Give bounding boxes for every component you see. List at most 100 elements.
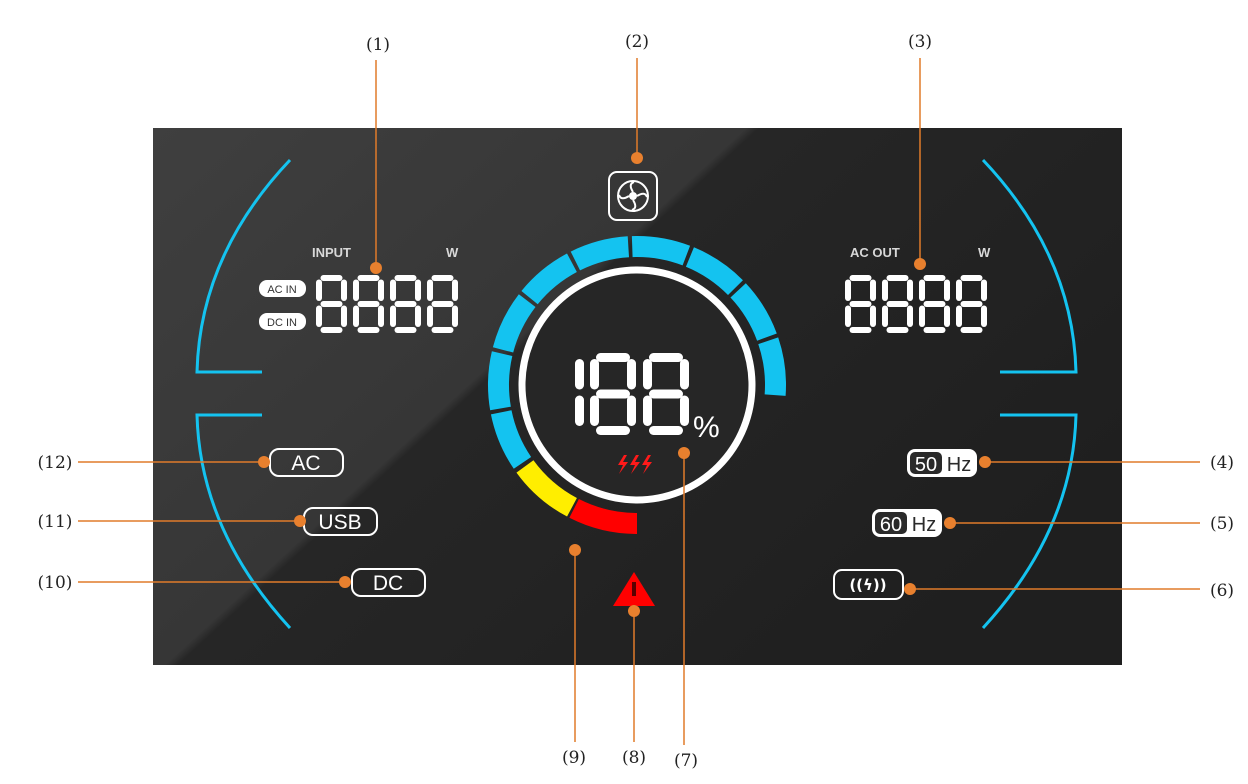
input-unit: W	[446, 245, 459, 260]
freq-50-value: 50	[915, 454, 937, 476]
segment-d	[886, 327, 909, 333]
digit	[643, 353, 689, 435]
callout-label-c7: (7)	[674, 751, 698, 771]
freq-50hz-indicator: 50 Hz	[907, 449, 977, 477]
segment-e	[643, 395, 652, 426]
segment-a	[849, 275, 872, 281]
side-arcs	[195, 158, 1078, 630]
ac-label: AC	[291, 452, 320, 475]
segment-g	[923, 301, 946, 307]
output-title: AC OUT	[850, 245, 900, 260]
callout-dot-c8	[628, 605, 640, 617]
segment-d	[923, 327, 946, 333]
digit	[956, 275, 987, 333]
segment-e	[316, 305, 322, 327]
segment-d	[649, 426, 683, 435]
segment-c	[341, 305, 347, 327]
segment-d	[394, 327, 417, 333]
segment-g	[849, 301, 872, 307]
level-segment-blue	[492, 294, 536, 353]
callout-label-c6: (6)	[1210, 581, 1234, 601]
digit	[882, 275, 913, 333]
segment-d	[431, 327, 454, 333]
segment-b	[452, 279, 458, 301]
callout-dot-c10	[339, 576, 351, 588]
dc-output-indicator: DC	[351, 568, 426, 597]
segment-a	[596, 353, 630, 362]
segment-a	[886, 275, 909, 281]
callout-dot-c12	[258, 456, 270, 468]
segment-c	[944, 305, 950, 327]
warning-icon	[613, 572, 655, 606]
segment-c	[575, 395, 584, 426]
segment-b	[981, 279, 987, 301]
segment-f	[956, 279, 962, 301]
callout-dot-c4	[979, 456, 991, 468]
ac-in-badge	[259, 280, 306, 297]
segment-g	[596, 389, 630, 399]
callout-dot-c5	[944, 517, 956, 529]
segment-b	[680, 359, 689, 390]
freq-60-value: 60	[880, 514, 902, 536]
segment-f	[919, 279, 925, 301]
segment-f	[590, 359, 599, 390]
input-title: INPUT	[312, 245, 351, 260]
arc-lower-left	[195, 413, 292, 630]
digit	[845, 275, 876, 333]
segment-b	[378, 279, 384, 301]
segment-f	[882, 279, 888, 301]
segment-b	[341, 279, 347, 301]
segment-f	[643, 359, 652, 390]
wireless-charging-indicator: ((ϟ))	[833, 569, 904, 600]
segment-b	[627, 359, 636, 390]
segment-a	[394, 275, 417, 281]
segment-g	[649, 389, 683, 399]
segment-a	[923, 275, 946, 281]
digit	[590, 353, 636, 435]
segment-g	[357, 301, 380, 307]
arc-upper-left	[195, 158, 292, 374]
segment-f	[845, 279, 851, 301]
battery-level-ring	[488, 236, 786, 534]
charging-bolts-icon	[618, 455, 652, 474]
segment-c	[452, 305, 458, 327]
level-segment-blue	[521, 253, 577, 305]
callout-label-c1: (1)	[366, 35, 390, 55]
segment-b	[944, 279, 950, 301]
dc-in-badge	[259, 313, 306, 330]
segment-g	[960, 301, 983, 307]
usb-label: USB	[318, 511, 361, 534]
wireless-charging-icon: ((ϟ))	[849, 576, 886, 594]
level-segment-blue	[488, 351, 513, 411]
segment-b	[575, 359, 584, 390]
segment-d	[849, 327, 872, 333]
level-segment-yellow	[516, 460, 577, 517]
level-segment-blue	[730, 283, 777, 341]
dc-label: DC	[373, 572, 403, 595]
callout-label-c3: (3)	[908, 32, 932, 52]
arc-upper-right	[981, 158, 1078, 374]
level-segment-red	[569, 499, 637, 534]
callout-dot-c11	[294, 515, 306, 527]
callout-dot-c6	[904, 583, 916, 595]
freq-50-unit: Hz	[947, 454, 971, 476]
level-segment-blue	[490, 410, 532, 469]
segment-d	[960, 327, 983, 333]
input-watt-digits	[316, 275, 458, 333]
segment-g	[394, 301, 417, 307]
freq-60hz-indicator: 60 Hz	[872, 509, 942, 537]
callout-label-c4: (4)	[1210, 453, 1234, 473]
segment-c	[415, 305, 421, 327]
segment-a	[431, 275, 454, 281]
segment-e	[390, 305, 396, 327]
level-segment-blue	[570, 236, 630, 271]
segment-b	[907, 279, 913, 301]
segment-a	[357, 275, 380, 281]
callout-label-c10: (10)	[38, 573, 73, 593]
fan-icon	[608, 171, 658, 221]
segment-e	[353, 305, 359, 327]
segment-d	[357, 327, 380, 333]
callout-label-c9: (9)	[562, 748, 586, 768]
segment-e	[845, 305, 851, 327]
